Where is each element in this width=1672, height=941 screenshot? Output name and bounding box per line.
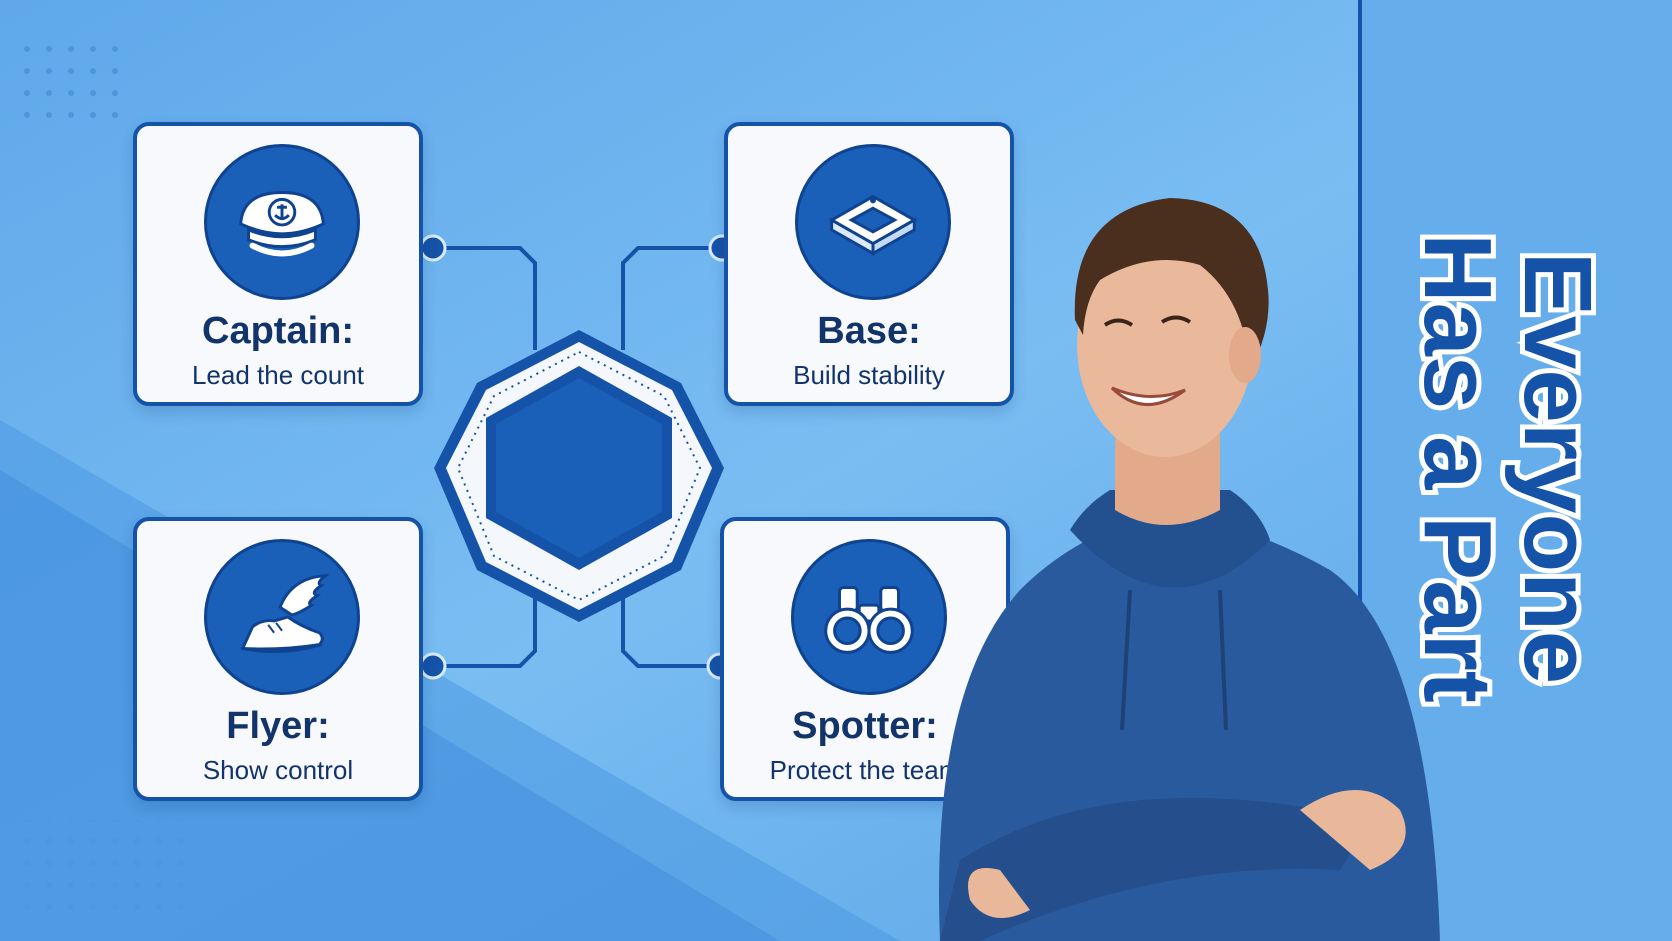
headline-line-2: Has a Part (1404, 233, 1511, 703)
card-title: Captain: (202, 310, 354, 352)
headline-vertical: Everyone Has a Part (1399, 228, 1616, 708)
card-title: Base: (817, 310, 921, 352)
dot-pattern-bottom (15, 820, 185, 910)
card-title: Spotter: (792, 705, 938, 747)
card-description: Lead the count (191, 360, 365, 390)
base-platform-icon (795, 144, 951, 300)
headline-line-1: Everyone (1504, 252, 1611, 684)
card-captain: Captain: Lead the count (133, 122, 423, 406)
card-description: Protect the team (769, 755, 961, 785)
person-photo (939, 198, 1440, 941)
card-description: Build stability (793, 360, 945, 390)
captain-hat-icon (204, 144, 360, 300)
card-description: Show control (202, 755, 354, 785)
card-base: Base: Build stability (724, 122, 1014, 406)
dot-pattern-top (15, 40, 125, 125)
winged-shoe-icon (204, 539, 360, 695)
binoculars-icon (791, 539, 947, 695)
card-flyer: Flyer: Show control (133, 517, 423, 801)
card-title: Flyer: (226, 705, 330, 747)
